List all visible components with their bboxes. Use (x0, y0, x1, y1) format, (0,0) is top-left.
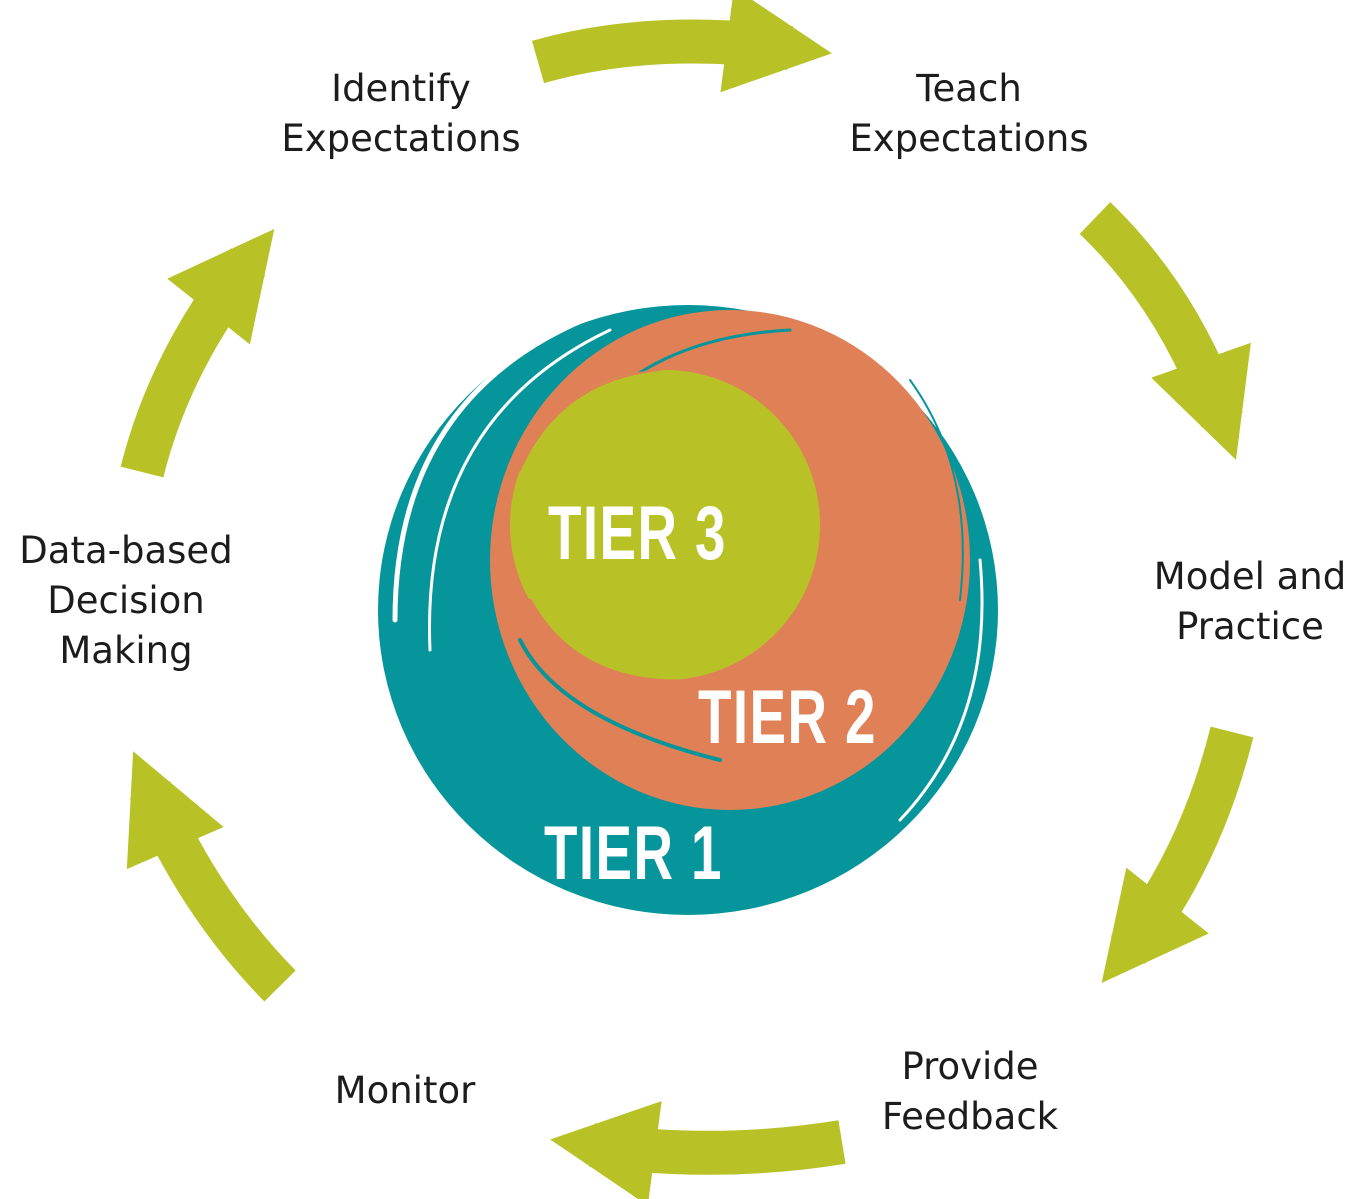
label-teach-line-2: Expectations (849, 117, 1089, 160)
arrow-monitor-to-decision (126, 751, 296, 1002)
arrow-teach-to-model (1079, 202, 1251, 460)
label-identify-expectations: Identify Expectations (268, 64, 534, 164)
arrow-feedback-to-monitor (550, 1100, 846, 1199)
label-teach-line-1: Teach (916, 67, 1022, 110)
tier-3-label: TIER 3 (548, 491, 727, 576)
arrow-decision-to-identify (120, 228, 275, 478)
label-model-and-practice: Model and Practice (1140, 552, 1360, 652)
label-decision-line-1: Data-based (19, 529, 233, 572)
label-provide-feedback: Provide Feedback (850, 1042, 1090, 1142)
tier-1-label: TIER 1 (544, 811, 723, 896)
label-feedback-line-2: Feedback (881, 1095, 1059, 1138)
arrow-model-to-feedback (1101, 726, 1254, 983)
label-feedback-line-1: Provide (901, 1045, 1039, 1088)
tier-2-label: TIER 2 (698, 675, 877, 760)
label-teach-expectations: Teach Expectations (836, 64, 1102, 164)
label-monitor-line-1: Monitor (334, 1069, 476, 1112)
label-data-based-decision-making: Data-based Decision Making (4, 526, 248, 676)
label-identify-line-1: Identify (331, 67, 471, 110)
label-model-line-2: Practice (1176, 605, 1324, 648)
arrow-identify-to-teach (531, 0, 832, 93)
label-identify-line-2: Expectations (281, 117, 521, 160)
label-decision-line-2: Decision (47, 579, 205, 622)
tier-3-circle (510, 369, 820, 683)
label-decision-line-3: Making (59, 629, 193, 672)
label-monitor: Monitor (300, 1066, 510, 1116)
label-model-line-1: Model and (1153, 555, 1347, 598)
